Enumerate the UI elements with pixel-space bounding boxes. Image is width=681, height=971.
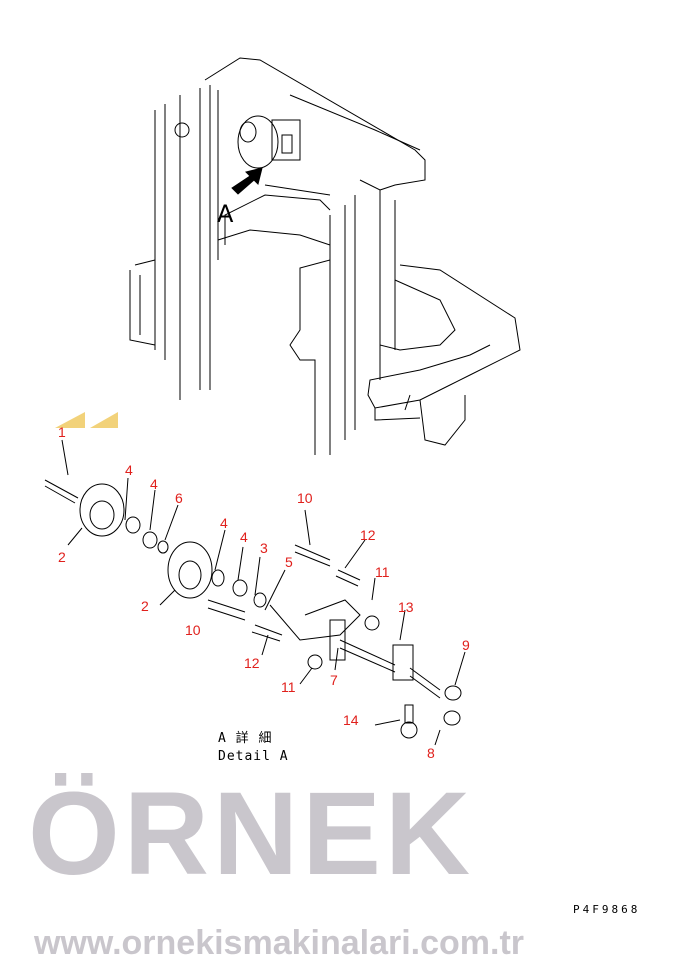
callout-6: 6 (175, 490, 183, 506)
callout-14: 14 (343, 712, 359, 728)
arrow-icon (231, 167, 263, 195)
callout-2: 2 (141, 598, 149, 614)
callout-5: 5 (285, 554, 293, 570)
callout-4: 4 (150, 476, 158, 492)
callout-4: 4 (220, 515, 228, 531)
callout-10: 10 (297, 490, 313, 506)
drawing-code: P4F9868 (573, 903, 641, 916)
mast-frame (129, 57, 521, 455)
callout-7: 7 (330, 672, 338, 688)
watermark-brand: ÖRNEK (28, 768, 475, 900)
caption-japanese: A 詳 細 (218, 731, 273, 746)
detail-parts (44, 439, 466, 746)
top-pulley-assembly (174, 115, 301, 169)
callout-3: 3 (260, 540, 268, 556)
callout-4: 4 (125, 462, 133, 478)
callout-8: 8 (427, 745, 435, 761)
callout-12: 12 (360, 527, 376, 543)
watermark-url: www.ornekismakinalari.com.tr (34, 924, 525, 962)
watermark-accent (55, 412, 85, 428)
watermark-accent (90, 412, 118, 428)
callout-13: 13 (398, 599, 414, 615)
callout-2: 2 (58, 549, 66, 565)
callout-11: 11 (281, 679, 296, 695)
callout-1: 1 (58, 424, 66, 440)
view-label: A (217, 200, 234, 228)
callout-10: 10 (185, 622, 201, 638)
callout-11: 11 (375, 564, 390, 580)
callout-12: 12 (244, 655, 260, 671)
callout-4: 4 (240, 529, 248, 545)
callout-9: 9 (462, 637, 470, 653)
caption-english: Detail A (218, 749, 289, 764)
